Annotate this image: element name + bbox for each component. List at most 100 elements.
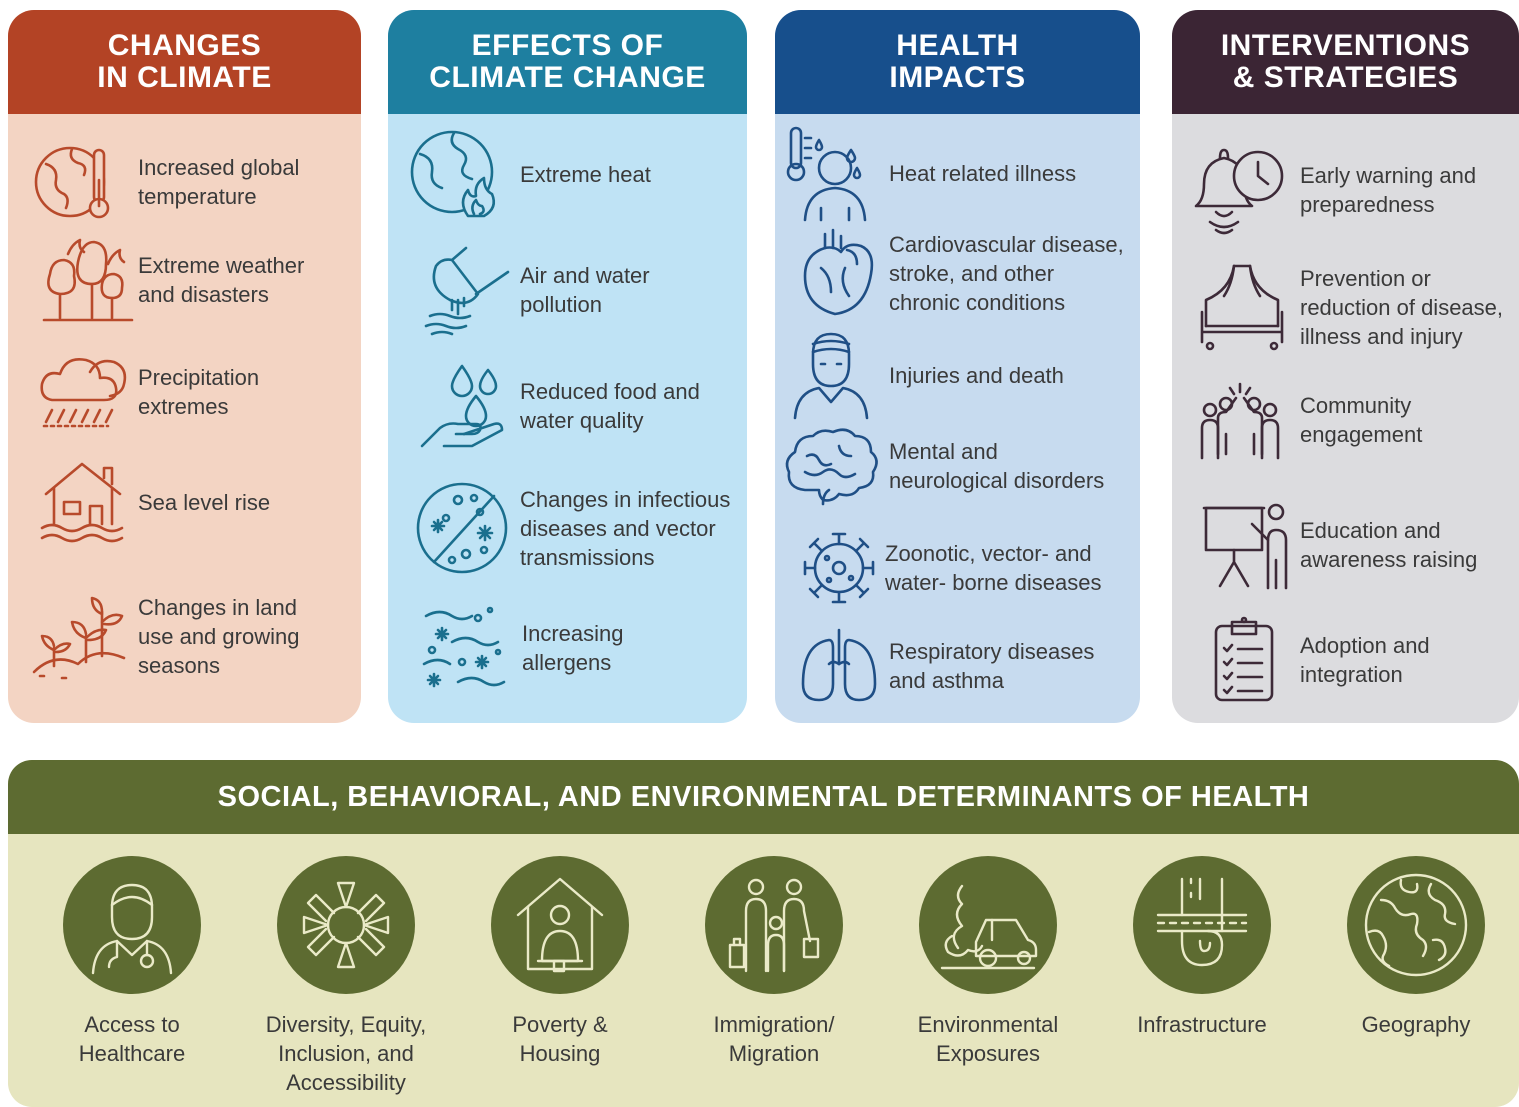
globe-thermometer-icon <box>34 146 110 219</box>
petri-dish-icon <box>416 482 508 574</box>
item-label: Precipitation extremes <box>138 365 260 419</box>
interventions-strategies-column: INTERVENTIONS & STRATEGIES Early warning… <box>1172 10 1519 723</box>
bandaged-head-icon <box>793 332 869 420</box>
determinant-label: Immigration/ Migration <box>713 1012 835 1066</box>
column-title: EFFECTS OF CLIMATE CHANGE <box>388 10 747 114</box>
item-label: Increased global temperature <box>138 155 300 209</box>
determinant-label: Geography <box>1361 1012 1471 1037</box>
list-item: Changes in land use and growing seasons <box>8 592 361 680</box>
item-label: Education and awareness raising <box>1300 518 1478 572</box>
person-in-house-icon <box>516 877 604 973</box>
item-label: Mental and neurological disorders <box>889 439 1105 493</box>
item-label: Adoption and integration <box>1300 633 1430 687</box>
list-item: Respiratory diseases and asthma <box>775 626 1140 706</box>
list-item: Sea level rise <box>8 458 361 546</box>
item-label: Zoonotic, vector- and water- borne disea… <box>885 541 1102 595</box>
determinant-item: Geography <box>1316 856 1516 1039</box>
item-label: Reduced food and water quality <box>520 379 700 433</box>
list-item: Increased global temperature <box>8 140 361 224</box>
list-item: Mental and neurological disorders <box>775 426 1140 506</box>
sweating-person-thermometer-icon <box>786 126 867 222</box>
car-exhaust-icon <box>940 884 1038 970</box>
spill-icon <box>424 246 510 336</box>
brain-icon <box>785 428 878 506</box>
determinant-item: Environmental Exposures <box>888 856 1088 1068</box>
determinant-icon-circle <box>277 856 415 994</box>
item-label: Injuries and death <box>889 362 1064 388</box>
list-item: Zoonotic, vector- and water- borne disea… <box>775 522 1140 614</box>
determinant-item: Diversity, Equity, Inclusion, and Access… <box>246 856 446 1097</box>
virus-icon <box>803 532 875 604</box>
sprouts-icon <box>32 596 126 680</box>
alarm-bell-clock-icon <box>1194 148 1284 235</box>
list-item: Reduced food and water quality <box>388 360 747 452</box>
list-item: Adoption and integration <box>1172 616 1519 704</box>
road-interchange-icon <box>1156 877 1248 967</box>
clipboard-checklist-icon <box>1214 616 1274 702</box>
determinant-icon-circle <box>491 856 629 994</box>
list-item: Cardiovascular disease, stroke, and othe… <box>775 228 1140 318</box>
doctor-stethoscope-icon <box>91 883 173 975</box>
wildfire-trees-icon <box>42 238 134 322</box>
item-label: Air and water pollution <box>520 263 650 317</box>
health-impacts-column: HEALTH IMPACTS Heat related illness Card… <box>775 10 1140 723</box>
lungs-icon <box>801 628 877 702</box>
determinant-icon-circle <box>705 856 843 994</box>
determinant-item: Immigration/ Migration <box>674 856 874 1068</box>
item-label: Respiratory diseases and asthma <box>889 639 1095 693</box>
changes-in-climate-column: CHANGES IN CLIMATE Increased global temp… <box>8 10 361 723</box>
list-item: Heat related illness <box>775 124 1140 222</box>
determinant-icon-circle <box>919 856 1057 994</box>
determinant-item: Access to Healthcare <box>32 856 232 1068</box>
determinant-icon-circle <box>1347 856 1485 994</box>
column-title: HEALTH IMPACTS <box>775 10 1140 114</box>
item-label: Changes in infectious diseases and vecto… <box>520 486 731 570</box>
heart-icon <box>803 228 874 316</box>
list-item: Extreme heat <box>388 128 747 220</box>
column-title: INTERVENTIONS & STRATEGIES <box>1172 10 1519 114</box>
determinants-panel: SOCIAL, BEHAVIORAL, AND ENVIRONMENTAL DE… <box>8 760 1519 1107</box>
determinant-label: Environmental Exposures <box>917 1012 1059 1066</box>
globe-icon <box>1364 873 1468 977</box>
hand-water-drops-icon <box>420 364 504 448</box>
list-item: Community engagement <box>1172 380 1519 460</box>
item-label: Sea level rise <box>138 489 271 515</box>
community-hands-icon <box>1200 382 1280 460</box>
list-item: Air and water pollution <box>388 242 747 338</box>
joined-hands-icon <box>302 881 390 969</box>
globe-flame-icon <box>410 130 496 218</box>
determinant-label: Poverty & Housing <box>512 1012 608 1066</box>
list-item: Precipitation extremes <box>8 350 361 434</box>
flooded-house-icon <box>40 462 124 543</box>
item-label: Increasing allergens <box>522 621 624 675</box>
determinant-label: Infrastructure <box>1137 1012 1267 1037</box>
pollen-icon <box>422 606 506 688</box>
rain-cloud-icon <box>40 358 127 428</box>
list-item: Prevention or reduction of disease, illn… <box>1172 262 1519 352</box>
determinant-label: Diversity, Equity, Inclusion, and Access… <box>265 1012 427 1095</box>
item-label: Extreme weather and disasters <box>138 253 305 307</box>
determinant-label: Access to Healthcare <box>78 1012 186 1066</box>
list-item: Changes in infectious diseases and vecto… <box>388 478 747 578</box>
family-luggage-icon <box>728 878 820 973</box>
bed-net-icon <box>1200 264 1284 351</box>
determinant-item: Poverty & Housing <box>460 856 660 1068</box>
determinant-icon-circle <box>63 856 201 994</box>
item-label: Cardiovascular disease, stroke, and othe… <box>889 231 1124 315</box>
determinant-icon-circle <box>1133 856 1271 994</box>
item-label: Heat related illness <box>889 160 1077 186</box>
list-item: Increasing allergens <box>388 604 747 692</box>
item-label: Community engagement <box>1300 393 1423 447</box>
determinants-title: SOCIAL, BEHAVIORAL, AND ENVIRONMENTAL DE… <box>8 760 1519 834</box>
presentation-board-icon <box>1202 503 1288 590</box>
item-label: Prevention or reduction of disease, illn… <box>1300 265 1504 349</box>
list-item: Injuries and death <box>775 330 1140 420</box>
list-item: Education and awareness raising <box>1172 500 1519 590</box>
effects-of-climate-change-column: EFFECTS OF CLIMATE CHANGE Extreme heat A… <box>388 10 747 723</box>
determinant-item: Infrastructure <box>1102 856 1302 1039</box>
list-item: Extreme weather and disasters <box>8 234 361 326</box>
column-title: CHANGES IN CLIMATE <box>8 10 361 114</box>
item-label: Extreme heat <box>520 161 651 187</box>
list-item: Early warning and preparedness <box>1172 142 1519 238</box>
item-label: Early warning and preparedness <box>1300 163 1477 217</box>
